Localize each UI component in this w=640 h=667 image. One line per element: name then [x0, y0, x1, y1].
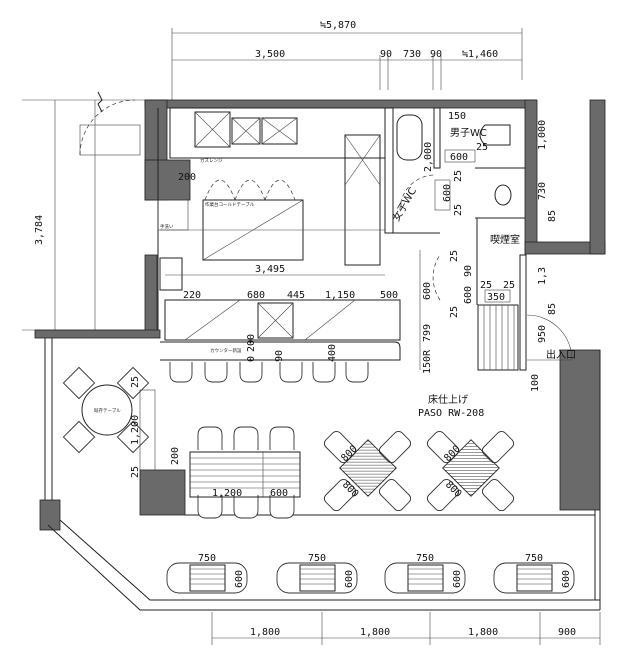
- dim-wall-b: 90: [430, 49, 442, 60]
- dim-wc-e: 730: [537, 182, 548, 200]
- dim-wc-j: 25: [453, 204, 464, 216]
- square-table-2: 800 800: [426, 430, 515, 512]
- dim-side-c: 25: [130, 466, 141, 478]
- left-dimension: 3,784: [22, 91, 145, 331]
- dim-right-width: ≒1,460: [462, 49, 498, 60]
- bench-table: 750 600: [493, 553, 575, 594]
- dim-bench-width: 750: [416, 553, 434, 564]
- dim-bottom-4: 900: [558, 627, 576, 638]
- dim-wc-s: 600: [463, 286, 474, 304]
- sink-note: 手洗い: [160, 223, 174, 230]
- dim-side-b: 1,200: [130, 415, 141, 445]
- dim-bottom-1: 1,800: [250, 627, 280, 638]
- dim-wc-d: 1,000: [537, 120, 548, 150]
- womens-wc-label: 女子WC: [389, 185, 419, 223]
- dim-wc-l: 1,3: [537, 267, 548, 285]
- dim-k-m: 150R: [422, 349, 433, 374]
- worktable-note: 作業台コールドテーブル: [205, 201, 255, 208]
- dim-k-k: 600: [422, 282, 433, 300]
- dim-k-i: 90: [274, 350, 285, 362]
- counter-stools: [169, 362, 369, 383]
- dim-wc-n: 950: [537, 325, 548, 343]
- dim-bottom-3: 1,800: [468, 627, 498, 638]
- dim-counter-length: 3,495: [255, 264, 285, 275]
- walls: [34, 99, 606, 611]
- dim-wc-q: 25: [480, 280, 492, 291]
- dim-wc-t: 25: [449, 250, 460, 262]
- dim-bench-depth: 600: [344, 570, 355, 588]
- dim-bench-width: 750: [198, 553, 216, 564]
- dim-bench-depth: 600: [561, 570, 572, 588]
- dim-wc-a: 150: [448, 111, 466, 122]
- bench-tables: 750 600 750 600 750 600 750 600: [166, 553, 575, 594]
- range-note: ガスレンジ: [200, 157, 223, 164]
- dim-total-width: ≒5,870: [320, 20, 356, 31]
- kitchen: ガスレンジ 作業台コールドテーブル 200 手洗い 3,495 220 680 …: [157, 107, 433, 374]
- dim-wc-g: 2,000: [423, 142, 434, 172]
- dim-wc-h: 600: [442, 184, 453, 202]
- dim-k-a: 200: [178, 172, 196, 183]
- dim-wc-width: 730: [403, 49, 421, 60]
- dim-kitchen-width: 3,500: [255, 49, 285, 60]
- dim-depth: 3,784: [34, 215, 45, 245]
- dim-bottom-2: 1,800: [360, 627, 390, 638]
- dim-wc-p: 350: [487, 292, 505, 303]
- long-table: 1,200 600: [189, 426, 301, 519]
- dim-bench-width: 750: [308, 553, 326, 564]
- mens-wc-label: 男子WC: [450, 127, 487, 139]
- dim-k-l: 799: [422, 324, 433, 342]
- top-dimensions: ≒5,870 3,500 90 730 90 ≒1,460: [171, 20, 523, 100]
- counter-note: カウンター新設: [210, 347, 242, 354]
- dim-k-b: 220: [183, 290, 201, 301]
- bottom-dimensions: 1,800 1,800 1,800 900: [211, 612, 601, 645]
- dim-wall-a: 90: [380, 49, 392, 60]
- dim-wc-i: 25: [453, 170, 464, 182]
- dim-wc-m: 85: [547, 303, 558, 315]
- floor-finish-title: 床仕上げ: [428, 393, 468, 406]
- dim-k-f: 500: [380, 290, 398, 301]
- dim-wc-k: 90: [463, 265, 474, 277]
- round-table-area: 既存テーブル 25 1,200 25 200: [62, 366, 181, 478]
- dim-bench-depth: 600: [452, 570, 463, 588]
- bench-table: 750 600: [276, 553, 358, 594]
- entrance-label: 出入口: [546, 348, 576, 361]
- dim-k-d: 445: [287, 290, 305, 301]
- bench-table: 750 600: [384, 553, 466, 594]
- dim-side-d: 200: [170, 447, 181, 465]
- floor-finish-code: PASO RW-208: [418, 408, 484, 419]
- dim-wc-b: 25: [476, 142, 488, 153]
- smoking-room: 喫煙室 90 600 25 25 25 25 350 1,3 85 950 10…: [432, 233, 576, 392]
- dim-bench-depth: 600: [234, 570, 245, 588]
- round-table-note: 既存テーブル: [94, 407, 121, 414]
- dim-wc-r: 25: [503, 280, 515, 291]
- dim-k-h: 200: [246, 334, 257, 352]
- dim-wc-c: 600: [450, 152, 468, 163]
- square-table-1: 800 800: [323, 430, 412, 512]
- smoking-room-label: 喫煙室: [490, 233, 520, 246]
- dim-wc-f: 85: [547, 210, 558, 222]
- dim-k-j: 400: [327, 344, 338, 362]
- floor-finish-note: 床仕上げ PASO RW-208: [418, 393, 484, 419]
- dim-side-a: 25: [130, 376, 141, 388]
- dim-wc-o: 100: [530, 374, 541, 392]
- dim-k-c: 680: [247, 290, 265, 301]
- dim-bench-width: 750: [525, 553, 543, 564]
- dim-wc-u: 25: [449, 306, 460, 318]
- dim-long-b: 600: [270, 488, 288, 499]
- dim-k-e: 1,150: [325, 290, 355, 301]
- bench-table: 750 600: [166, 553, 248, 594]
- dim-long-a: 1,200: [212, 488, 242, 499]
